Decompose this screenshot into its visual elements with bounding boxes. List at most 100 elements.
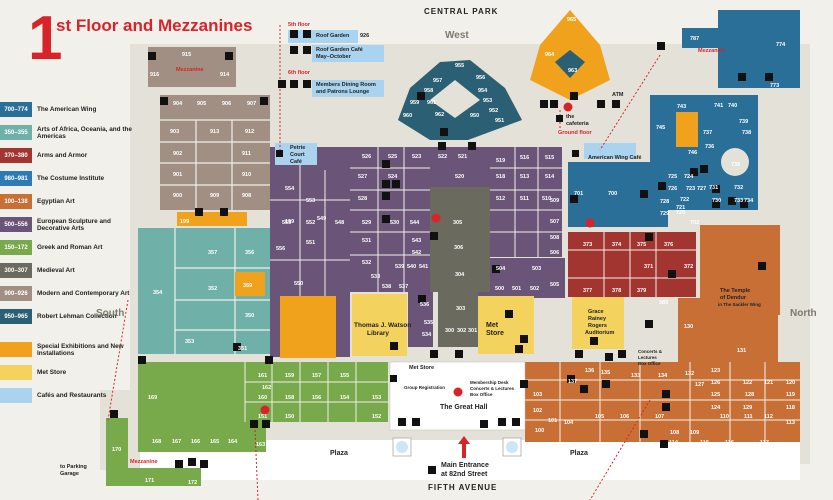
gallery-room-304[interactable]: 304 (455, 272, 465, 278)
gallery-room-544[interactable]: 544 (410, 220, 420, 226)
gallery-room-109[interactable]: 109 (690, 430, 700, 436)
gallery-room-774[interactable]: 774 (776, 42, 786, 48)
gallery-room-114[interactable]: 114 (669, 440, 678, 446)
gallery-room-912[interactable]: 912 (245, 129, 255, 135)
cafeteria-line1[interactable]: the (566, 114, 575, 120)
met-store-small-label[interactable]: Met Store (409, 365, 435, 371)
gallery-room-521[interactable]: 521 (458, 154, 468, 160)
gallery-room-156[interactable]: 156 (312, 395, 322, 401)
gallery-room-168[interactable]: 168 (152, 439, 162, 445)
gallery-room-950[interactable]: 950 (470, 113, 480, 119)
grace-line4[interactable]: Auditorium (585, 330, 615, 336)
american-wing-court[interactable] (568, 162, 668, 227)
gallery-room-915[interactable]: 915 (182, 52, 192, 58)
gallery-room-533[interactable]: 533 (371, 274, 381, 280)
gallery-room-529[interactable]: 529 (362, 220, 372, 226)
gallery-room-725[interactable]: 725 (668, 174, 678, 180)
gallery-room-100[interactable]: 100 (535, 428, 545, 434)
gallery-room-376[interactable]: 376 (664, 242, 674, 248)
concerts-line1[interactable]: Concerts & (638, 349, 663, 354)
gallery-room-108[interactable]: 108 (670, 430, 680, 436)
gallery-room-522[interactable]: 522 (438, 154, 448, 160)
gallery-room-963[interactable]: 963 (568, 68, 578, 74)
gallery-room-542[interactable]: 542 (412, 250, 422, 256)
gallery-room-555[interactable]: 555 (282, 220, 292, 226)
gallery-room-530[interactable]: 530 (390, 220, 400, 226)
gallery-room-909[interactable]: 909 (210, 193, 220, 199)
gallery-room-548[interactable]: 548 (335, 220, 345, 226)
gallery-room-102[interactable]: 102 (533, 408, 543, 414)
gallery-room-131[interactable]: 131 (737, 348, 747, 354)
gallery-room-700[interactable]: 700 (608, 191, 618, 197)
petrie-line1[interactable]: Petrie (290, 145, 306, 151)
gallery-room-301[interactable]: 301 (468, 328, 478, 334)
gallery-room-153[interactable]: 153 (372, 395, 382, 401)
gallery-room-128[interactable]: 128 (745, 392, 755, 398)
gallery-room-702[interactable]: 702 (690, 220, 700, 226)
gallery-room-514[interactable]: 514 (545, 174, 555, 180)
gallery-room-953[interactable]: 953 (483, 98, 493, 104)
gallery-room-501[interactable]: 501 (512, 286, 522, 292)
gallery-room-721[interactable]: 721 (676, 205, 686, 211)
gallery-room-913[interactable]: 913 (210, 129, 220, 135)
gallery-room-528[interactable]: 528 (358, 196, 368, 202)
petrie-line2[interactable]: Court (290, 152, 305, 158)
gallery-room-527[interactable]: 527 (358, 174, 368, 180)
gallery-room-740[interactable]: 740 (728, 103, 738, 109)
main-entrance-line1[interactable]: Main Entrance (441, 462, 489, 469)
info-marker-center[interactable] (431, 213, 441, 223)
roof-cafe-line1[interactable]: Roof Garden Café (316, 47, 363, 53)
gallery-room-122[interactable]: 122 (743, 380, 753, 386)
gallery-room-553[interactable]: 553 (306, 198, 316, 204)
gallery-room-157[interactable]: 157 (312, 373, 322, 379)
gallery-room-302[interactable]: 302 (457, 328, 467, 334)
gallery-room-113[interactable]: 113 (786, 420, 795, 426)
special-exhibition-746[interactable] (676, 112, 698, 147)
main-entrance-line2[interactable]: at 82nd Street (441, 471, 488, 478)
gallery-room-305[interactable]: 305 (453, 220, 463, 226)
gallery-room-908[interactable]: 908 (242, 193, 252, 199)
gallery-room-738[interactable]: 738 (742, 130, 752, 136)
gallery-room-155[interactable]: 155 (340, 373, 350, 379)
gallery-room-119[interactable]: 119 (786, 392, 795, 398)
european-east[interactable] (490, 147, 562, 257)
gallery-room-104[interactable]: 104 (564, 420, 574, 426)
gallery-room-161[interactable]: 161 (258, 373, 268, 379)
gallery-room-910[interactable]: 910 (242, 172, 252, 178)
gallery-room-359[interactable]: 359 (243, 283, 253, 289)
gallery-room-730[interactable]: 730 (712, 198, 722, 204)
info-marker-greek-roman[interactable] (260, 405, 270, 415)
gallery-room-357[interactable]: 357 (208, 250, 218, 256)
gallery-room-115[interactable]: 115 (700, 440, 709, 446)
gallery-room-549[interactable]: 549 (317, 216, 327, 222)
parking-line2[interactable]: Garage (60, 471, 79, 477)
gallery-room-727[interactable]: 727 (697, 186, 707, 192)
gallery-room-536[interactable]: 536 (420, 302, 430, 308)
gallery-room-199[interactable]: 199 (180, 219, 190, 225)
gallery-room-904[interactable]: 904 (173, 101, 183, 107)
gallery-room-105[interactable]: 105 (595, 414, 605, 420)
american-wing-cafe[interactable] (584, 143, 636, 159)
gallery-room-512[interactable]: 512 (496, 196, 506, 202)
met-store[interactable] (478, 296, 534, 354)
gallery-room-722[interactable]: 722 (680, 197, 690, 203)
american-wing-cafe-label[interactable]: American Wing Café (588, 155, 642, 161)
group-registration-label[interactable]: Group Registration (404, 385, 446, 390)
gallery-room-159[interactable]: 159 (285, 373, 295, 379)
membership-line1[interactable]: Membership Desk (470, 380, 509, 385)
gallery-room-126[interactable]: 126 (711, 380, 721, 386)
gallery-room-959[interactable]: 959 (410, 100, 420, 106)
members-dining-box[interactable] (312, 80, 384, 97)
gallery-room-508[interactable]: 508 (550, 235, 560, 241)
grace-line1[interactable]: Grace (588, 309, 604, 315)
dendur-line2[interactable]: of Dendur (720, 295, 746, 301)
gallery-room-745[interactable]: 745 (656, 125, 666, 131)
gallery-room-961[interactable]: 961 (427, 100, 437, 106)
gallery-room-901[interactable]: 901 (173, 172, 183, 178)
gallery-room-101[interactable]: 101 (548, 418, 558, 424)
gallery-963[interactable] (555, 50, 585, 78)
met-store-line1[interactable]: Met (486, 322, 499, 329)
gallery-room-112[interactable]: 112 (764, 414, 773, 420)
special-exhibition-199-top[interactable] (177, 212, 247, 226)
modern-art-mezzanine[interactable] (148, 47, 236, 87)
